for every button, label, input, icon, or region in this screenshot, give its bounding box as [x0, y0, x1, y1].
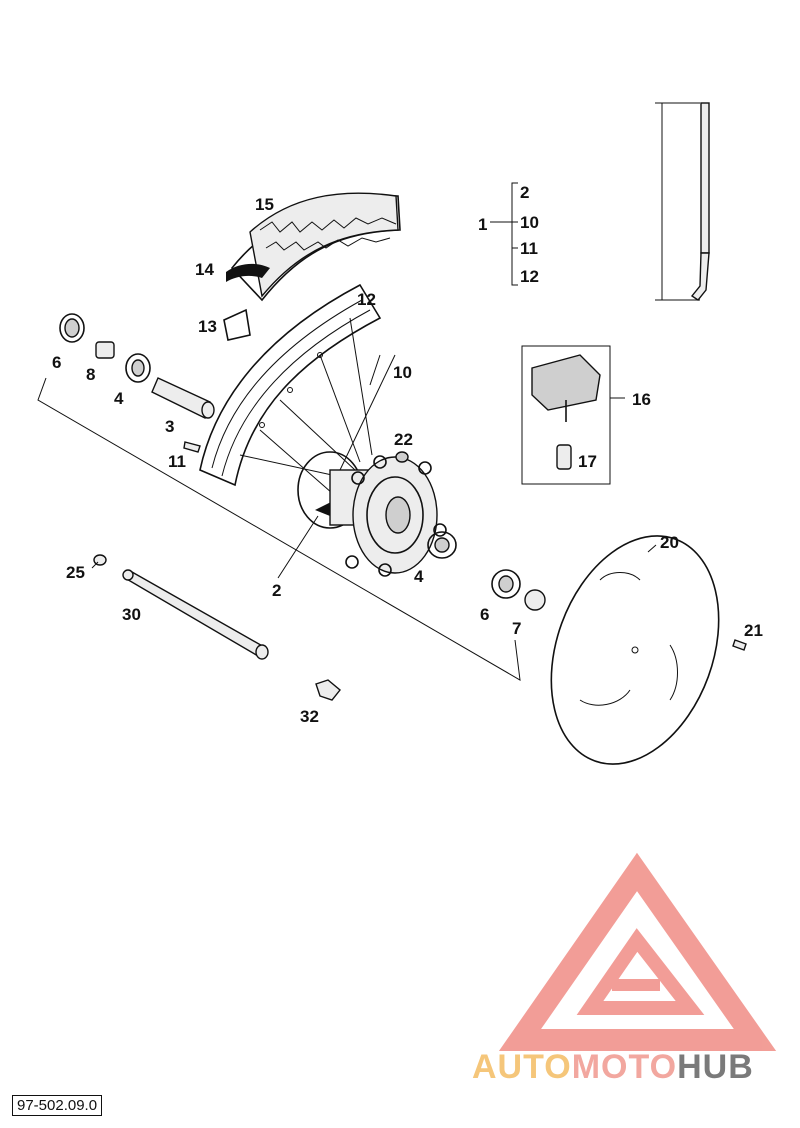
spoke-detail-drawing [655, 102, 710, 301]
nut-22-drawing [395, 451, 409, 463]
callout-7: 7 [512, 619, 521, 638]
axle-drawing [93, 554, 341, 701]
kit-item-3: 11 [520, 239, 538, 258]
watermark-logo [498, 852, 777, 1051]
callout-6-right: 6 [480, 605, 489, 624]
document-code: 97-502.09.0 [12, 1095, 103, 1116]
callout-15: 15 [255, 195, 274, 214]
valve-detail-box [521, 345, 611, 485]
callout-17: 17 [578, 452, 597, 471]
callout-25: 25 [66, 563, 85, 582]
rim-drawing [199, 283, 382, 487]
callout-3: 3 [165, 417, 174, 436]
callout-32: 32 [300, 707, 319, 726]
callout-1: 1 [478, 215, 487, 234]
callout-6-left: 6 [52, 353, 61, 372]
callout-labels: 15 14 13 12 10 1 2 10 11 12 6 8 4 3 11 2… [52, 183, 763, 726]
kit-item-1: 2 [520, 183, 529, 202]
callout-20: 20 [660, 533, 679, 552]
bearing-parts-left [59, 313, 215, 453]
watermark-text: AUTOMOTOHUB [472, 1048, 754, 1086]
callout-12: 12 [357, 290, 376, 309]
callout-30: 30 [122, 605, 141, 624]
callout-22: 22 [394, 430, 413, 449]
kit-item-2: 10 [520, 213, 539, 232]
brake-disc-drawing [550, 535, 747, 765]
tire-drawing [223, 192, 401, 341]
kit-item-4: 12 [520, 267, 539, 286]
leader-lines [91, 182, 657, 579]
callout-13: 13 [198, 317, 217, 336]
callout-10: 10 [393, 363, 412, 382]
callout-21: 21 [744, 621, 763, 640]
assembly-axis-line [37, 377, 521, 681]
hub-drawing [297, 451, 447, 577]
callout-4-right: 4 [414, 567, 424, 586]
callout-8: 8 [86, 365, 95, 384]
callout-14: 14 [195, 260, 214, 279]
bearing-parts-right [427, 531, 546, 611]
callout-4-left: 4 [114, 389, 124, 408]
callout-16: 16 [632, 390, 651, 409]
callout-2: 2 [272, 581, 281, 600]
callout-11: 11 [168, 452, 186, 471]
